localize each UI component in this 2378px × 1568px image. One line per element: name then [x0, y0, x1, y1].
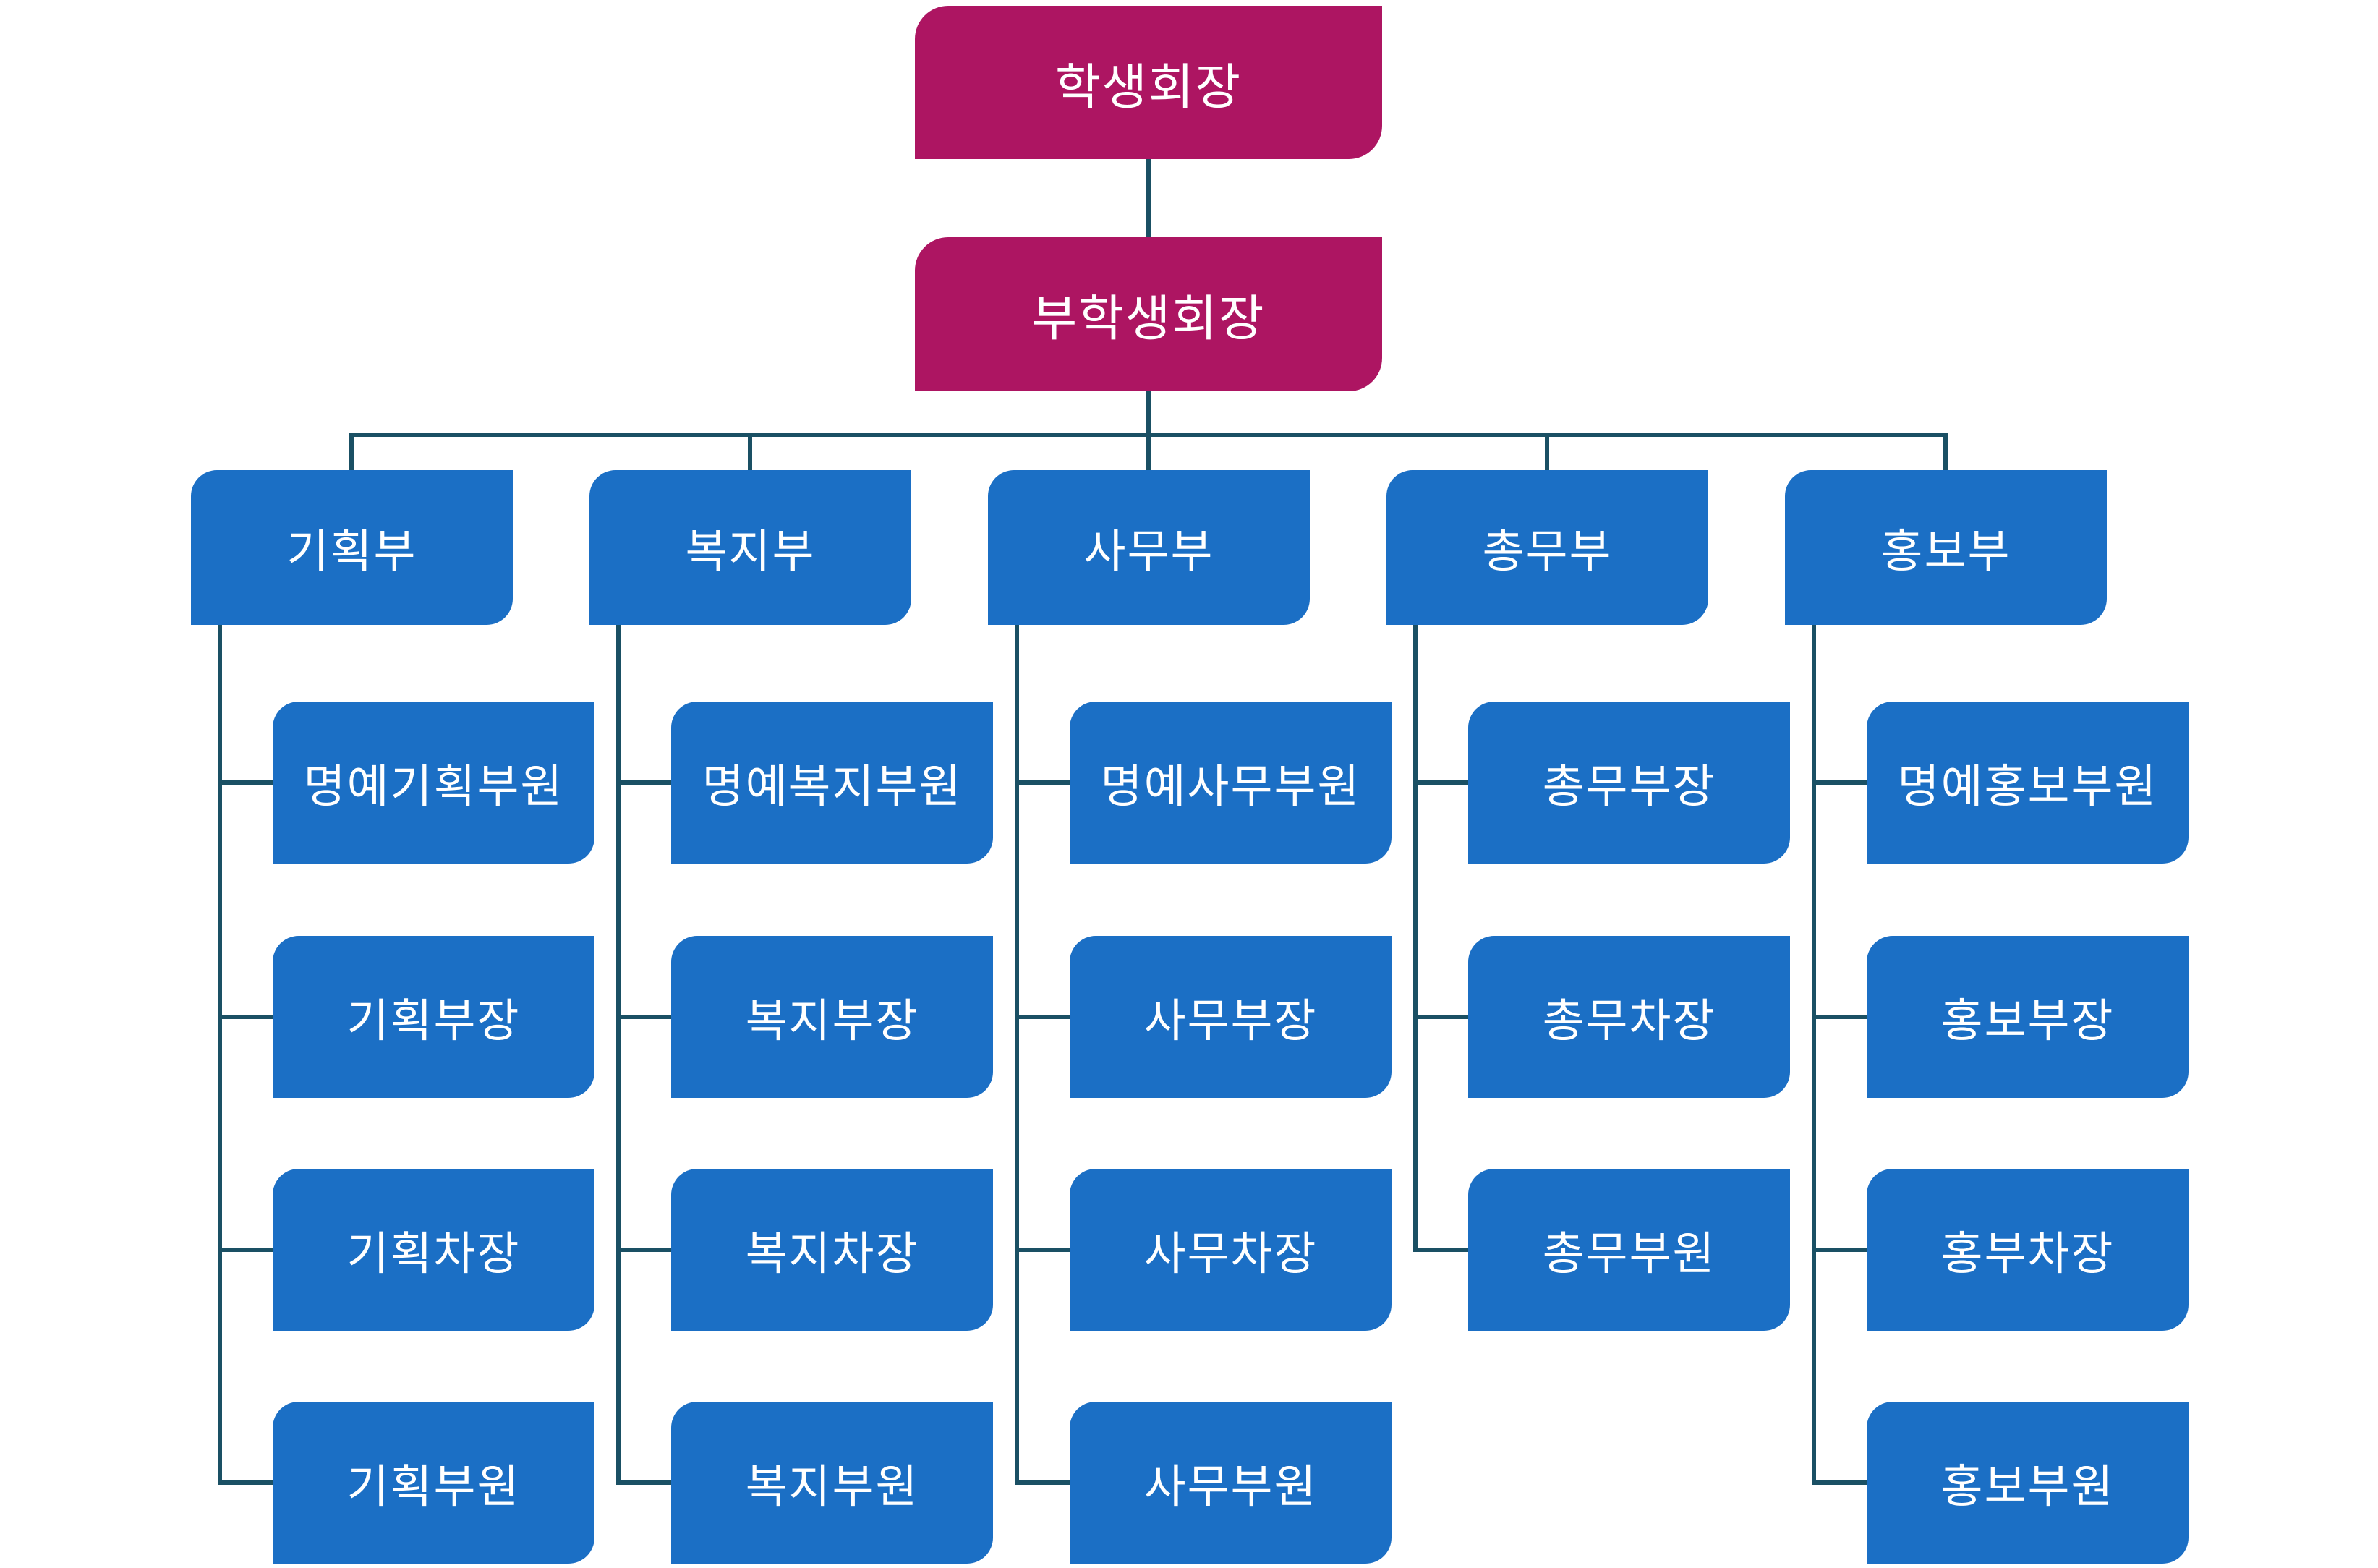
dept-general-affairs: 총무부: [1386, 470, 1708, 625]
node-welfare-member-0: 명예복지부원: [671, 702, 993, 864]
stub-planning-2: [218, 1248, 273, 1252]
connector-drop-welfare: [748, 433, 752, 472]
stub-general-affairs-1: [1413, 1015, 1468, 1019]
stub-planning-1: [218, 1015, 273, 1019]
stub-publicity-3: [1812, 1480, 1867, 1485]
node-office-member-1: 사무부장: [1070, 936, 1392, 1098]
trunk-office: [1015, 625, 1019, 1485]
connector-distribution-bar: [349, 433, 1948, 437]
node-student-president: 학생회장: [915, 6, 1382, 159]
connector-president-vice: [1146, 159, 1151, 237]
stub-welfare-1: [616, 1015, 671, 1019]
connector-drop-planning: [349, 433, 354, 472]
node-welfare-member-3: 복지부원: [671, 1402, 993, 1564]
stub-office-1: [1015, 1015, 1070, 1019]
node-vice-president: 부학생회장: [915, 237, 1382, 391]
node-general-affairs-member-0: 총무부장: [1468, 702, 1790, 864]
node-office-member-2: 사무차장: [1070, 1169, 1392, 1331]
node-publicity-member-3: 홍보부원: [1867, 1402, 2189, 1564]
trunk-welfare: [616, 625, 621, 1485]
connector-drop-general-affairs: [1545, 433, 1549, 472]
dept-publicity: 홍보부: [1785, 470, 2107, 625]
stub-planning-0: [218, 780, 273, 785]
stub-planning-3: [218, 1480, 273, 1485]
stub-publicity-1: [1812, 1015, 1867, 1019]
node-office-member-3: 사무부원: [1070, 1402, 1392, 1564]
stub-welfare-2: [616, 1248, 671, 1252]
node-welfare-member-2: 복지차장: [671, 1169, 993, 1331]
node-planning-member-1: 기획부장: [273, 936, 594, 1098]
node-planning-member-0: 명예기획부원: [273, 702, 594, 864]
trunk-planning: [218, 625, 222, 1485]
stub-office-2: [1015, 1248, 1070, 1252]
node-general-affairs-member-2: 총무부원: [1468, 1169, 1790, 1331]
stub-publicity-2: [1812, 1248, 1867, 1252]
trunk-publicity: [1812, 625, 1816, 1485]
dept-planning: 기획부: [191, 470, 513, 625]
node-planning-member-3: 기획부원: [273, 1402, 594, 1564]
stub-welfare-0: [616, 780, 671, 785]
stub-publicity-0: [1812, 780, 1867, 785]
node-publicity-member-0: 명예홍보부원: [1867, 702, 2189, 864]
stub-general-affairs-2: [1413, 1248, 1468, 1252]
node-general-affairs-member-1: 총무차장: [1468, 936, 1790, 1098]
connector-drop-publicity: [1943, 433, 1948, 472]
stub-general-affairs-0: [1413, 780, 1468, 785]
stub-office-0: [1015, 780, 1070, 785]
stub-welfare-3: [616, 1480, 671, 1485]
node-publicity-member-2: 홍부차장: [1867, 1169, 2189, 1331]
dept-welfare: 복지부: [589, 470, 911, 625]
dept-office: 사무부: [988, 470, 1310, 625]
trunk-general-affairs: [1413, 625, 1418, 1252]
node-planning-member-2: 기획차장: [273, 1169, 594, 1331]
node-publicity-member-1: 홍보부장: [1867, 936, 2189, 1098]
stub-office-3: [1015, 1480, 1070, 1485]
node-office-member-0: 명예사무부원: [1070, 702, 1392, 864]
node-welfare-member-1: 복지부장: [671, 936, 993, 1098]
connector-vice-trunk: [1146, 391, 1151, 472]
